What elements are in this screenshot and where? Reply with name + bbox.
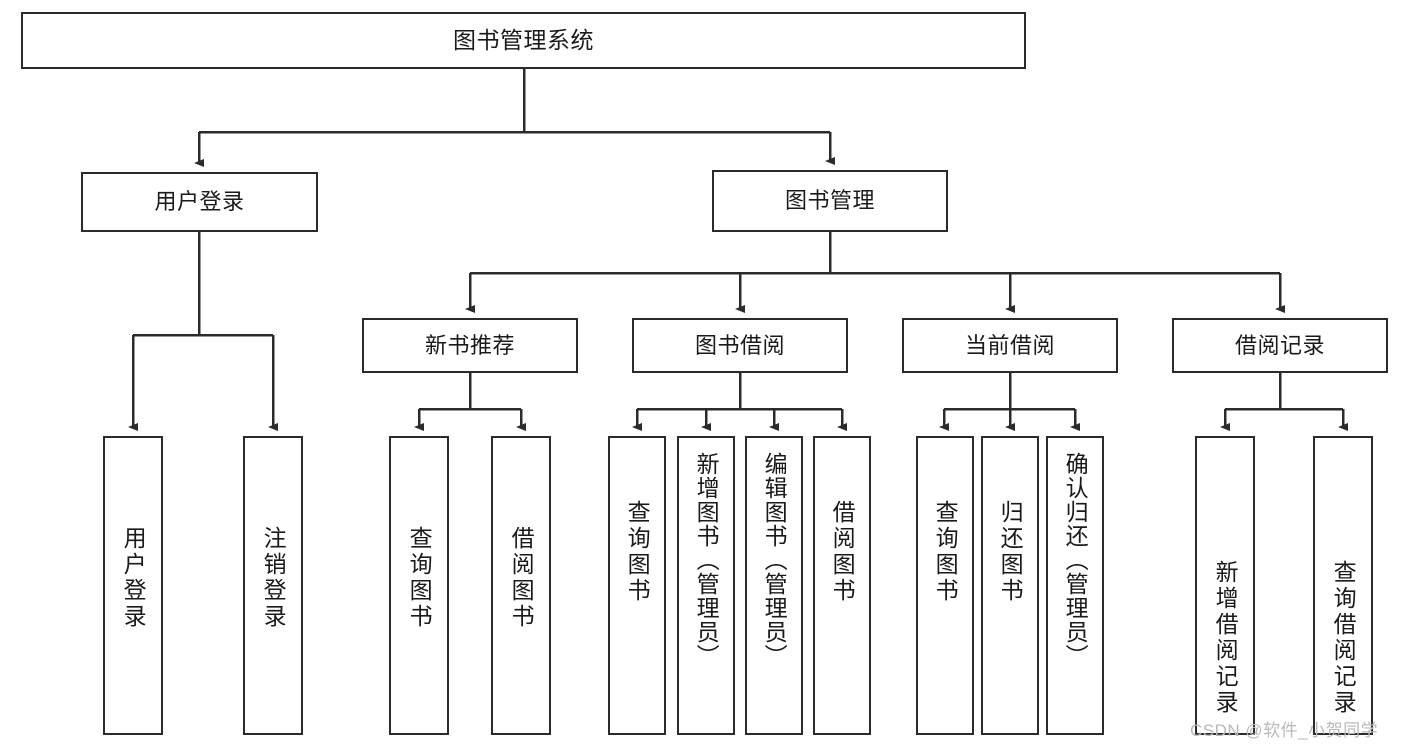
node-leaf-query-book-3[interactable]: 查询图书 — [916, 436, 974, 735]
node-root[interactable]: 图书管理系统 — [21, 12, 1026, 69]
node-leaf-user-login-label: 用户登录 — [120, 526, 147, 630]
watermark: CSDN @软件_小贺同学 — [1190, 721, 1379, 740]
node-new-book-recommend[interactable]: 新书推荐 — [362, 318, 578, 373]
node-leaf-logout-login[interactable]: 注销登录 — [243, 436, 303, 735]
node-leaf-query-book-1-label: 查询图书 — [406, 526, 433, 630]
node-leaf-borrow-book-1-label: 借阅图书 — [508, 526, 535, 630]
node-leaf-borrow-book-2[interactable]: 借阅图书 — [813, 436, 871, 735]
node-leaf-return-book-label: 归还图书 — [997, 500, 1024, 604]
node-leaf-query-book-3-label: 查询图书 — [932, 500, 959, 604]
node-leaf-add-record-label: 新增借阅记录 — [1212, 560, 1239, 716]
node-borrow-record-label: 借阅记录 — [1234, 332, 1325, 358]
node-leaf-query-book-2-label: 查询图书 — [624, 500, 651, 604]
node-leaf-query-book-2[interactable]: 查询图书 — [608, 436, 666, 735]
node-leaf-query-record[interactable]: 查询借阅记录 — [1313, 436, 1373, 735]
node-current-borrow[interactable]: 当前借阅 — [902, 318, 1118, 373]
node-current-borrow-label: 当前借阅 — [964, 332, 1055, 358]
node-leaf-add-book-label: 新增图书（管理员） — [693, 452, 720, 668]
node-leaf-add-book[interactable]: 新增图书（管理员） — [677, 436, 735, 735]
node-book-manage[interactable]: 图书管理 — [712, 170, 948, 232]
node-leaf-query-record-label: 查询借阅记录 — [1330, 560, 1357, 716]
node-book-borrow-label: 图书借阅 — [694, 332, 785, 358]
node-leaf-edit-book-label: 编辑图书（管理员） — [761, 452, 788, 668]
node-leaf-logout-login-label: 注销登录 — [260, 526, 287, 630]
node-borrow-record[interactable]: 借阅记录 — [1172, 318, 1388, 373]
node-leaf-return-book[interactable]: 归还图书 — [981, 436, 1039, 735]
node-leaf-edit-book[interactable]: 编辑图书（管理员） — [745, 436, 803, 735]
node-new-book-recommend-label: 新书推荐 — [424, 332, 515, 358]
node-leaf-borrow-book-1[interactable]: 借阅图书 — [491, 436, 551, 735]
node-book-manage-label: 图书管理 — [784, 188, 875, 214]
node-user-login[interactable]: 用户登录 — [81, 172, 318, 232]
node-leaf-confirm-return[interactable]: 确认归还（管理员） — [1046, 436, 1104, 735]
node-book-borrow[interactable]: 图书借阅 — [632, 318, 848, 373]
node-leaf-confirm-return-label: 确认归还（管理员） — [1062, 452, 1089, 668]
node-leaf-add-record[interactable]: 新增借阅记录 — [1195, 436, 1255, 735]
node-leaf-borrow-book-2-label: 借阅图书 — [829, 500, 856, 604]
node-user-login-label: 用户登录 — [154, 189, 245, 215]
node-root-label: 图书管理系统 — [453, 26, 594, 53]
node-leaf-user-login[interactable]: 用户登录 — [103, 436, 163, 735]
node-leaf-query-book-1[interactable]: 查询图书 — [389, 436, 449, 735]
